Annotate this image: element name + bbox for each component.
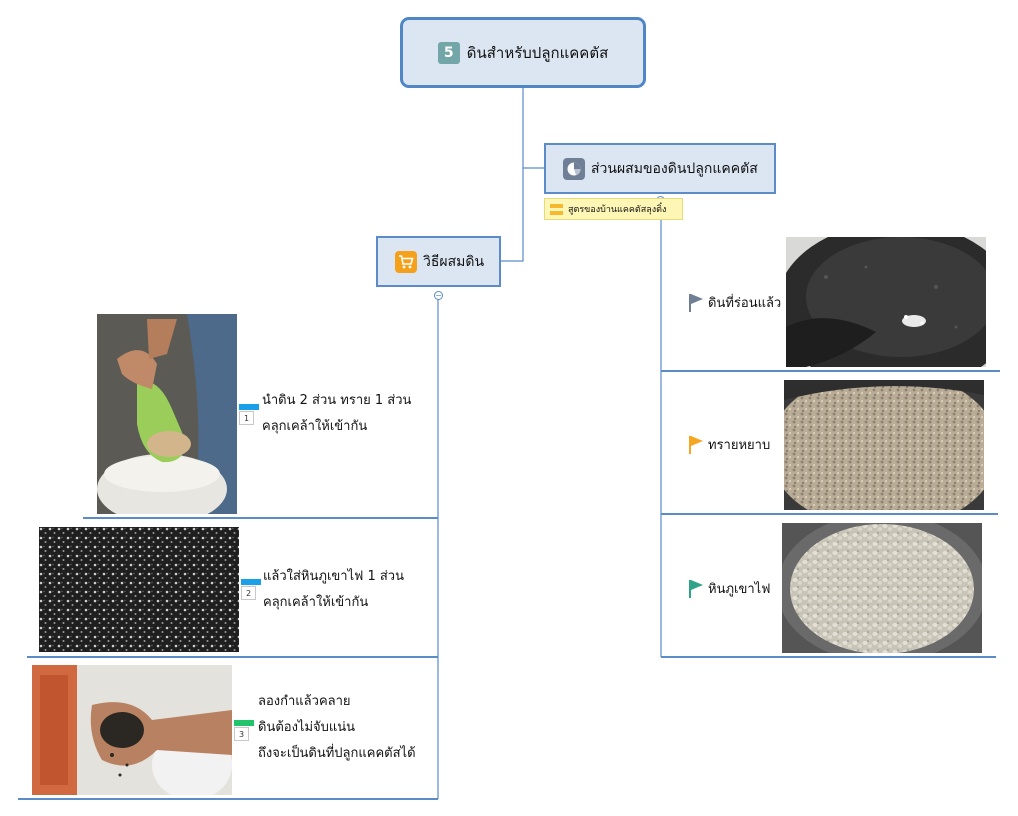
ratio-item-label: หินภูเขาไฟ — [708, 582, 771, 597]
sifted-soil-photo — [786, 237, 986, 367]
step-1-photo — [97, 314, 237, 514]
step-3-line-2: ดินต้องไม่จับแน่น — [258, 720, 356, 735]
step-1-number: 1 — [239, 411, 254, 425]
topic-mixing-method-label: วิธีผสมดิน — [423, 253, 485, 270]
ratio-item-coarse-sand[interactable]: ทรายหยาบ — [688, 434, 770, 455]
root-number-badge: 5 — [437, 41, 460, 64]
cart-icon — [395, 250, 417, 273]
step-2-marker: 2 — [241, 579, 261, 600]
step-1-line-2: คลุกเคล้าให้เข้ากัน — [262, 419, 368, 434]
recipe-note[interactable]: สูตรของบ้านแคคตัสลุงติ๋ง — [544, 198, 683, 220]
step-2-photo — [39, 527, 239, 652]
topic-soil-ratio-label: ส่วนผสมของดินปลูกแคคตัส — [591, 160, 758, 177]
ratio-item-label: ทรายหยาบ — [708, 438, 771, 453]
step-3-marker: 3 — [234, 720, 254, 741]
step-2-text[interactable]: แล้วใส่หินภูเขาไฟ 1 ส่วน คลุกเคล้าให้เข้… — [263, 564, 404, 616]
step-3-line-3: ถึงจะเป็นดินที่ปลูกแคคตัสได้ — [258, 746, 416, 761]
root-topic[interactable]: 5 ดินสำหรับปลูกแคคตัส — [400, 17, 646, 88]
step-2-number: 2 — [241, 586, 256, 600]
root-title: ดินสำหรับปลูกแคคตัส — [466, 43, 609, 62]
recipe-note-text: สูตรของบ้านแคคตัสลุงติ๋ง — [568, 205, 667, 215]
flag-icon — [689, 435, 703, 454]
step-3-line-1: ลองกำแล้วคลาย — [258, 694, 351, 709]
pumice-photo — [782, 523, 982, 653]
topic-soil-ratio[interactable]: ส่วนผสมของดินปลูกแคคตัส — [544, 143, 776, 194]
ratio-item-label: ดินที่ร่อนแล้ว — [708, 296, 782, 311]
flag-icon — [689, 293, 703, 312]
step-3-text[interactable]: ลองกำแล้วคลาย ดินต้องไม่จับแน่น ถึงจะเป็… — [258, 689, 416, 767]
step-3-number: 3 — [234, 727, 249, 741]
ratio-item-sifted-soil[interactable]: ดินที่ร่อนแล้ว — [688, 292, 781, 313]
flag-icon — [689, 579, 703, 598]
collapse-mix-toggle[interactable]: − — [434, 291, 443, 300]
topic-mixing-method[interactable]: วิธีผสมดิน — [376, 236, 501, 287]
step-2-line-2: คลุกเคล้าให้เข้ากัน — [263, 595, 369, 610]
note-icon — [550, 203, 563, 215]
step-3-photo — [32, 665, 232, 795]
ratio-item-pumice[interactable]: หินภูเขาไฟ — [688, 578, 770, 599]
step-1-text[interactable]: นำดิน 2 ส่วน ทราย 1 ส่วน คลุกเคล้าให้เข้… — [262, 388, 411, 440]
step-2-line-1: แล้วใส่หินภูเขาไฟ 1 ส่วน — [263, 569, 404, 584]
pie-chart-icon — [563, 157, 585, 180]
step-1-marker: 1 — [239, 404, 259, 425]
coarse-sand-photo — [784, 380, 984, 510]
step-1-line-1: นำดิน 2 ส่วน ทราย 1 ส่วน — [262, 393, 412, 408]
